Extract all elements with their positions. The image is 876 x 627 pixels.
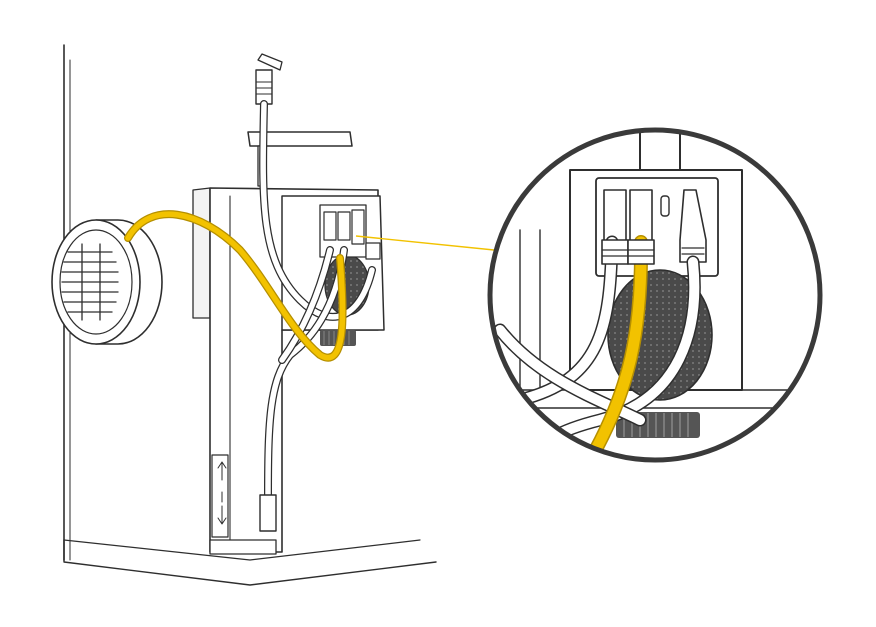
connector-icon: [351, 209, 365, 245]
leader-line: [355, 235, 495, 251]
fan-icon: [51, 219, 163, 345]
yellow-cable: [124, 210, 347, 362]
white-cables: [259, 100, 376, 532]
power-plug-icon: [255, 53, 283, 105]
device-body: [192, 131, 385, 555]
magnifier-icon: [487, 127, 823, 463]
